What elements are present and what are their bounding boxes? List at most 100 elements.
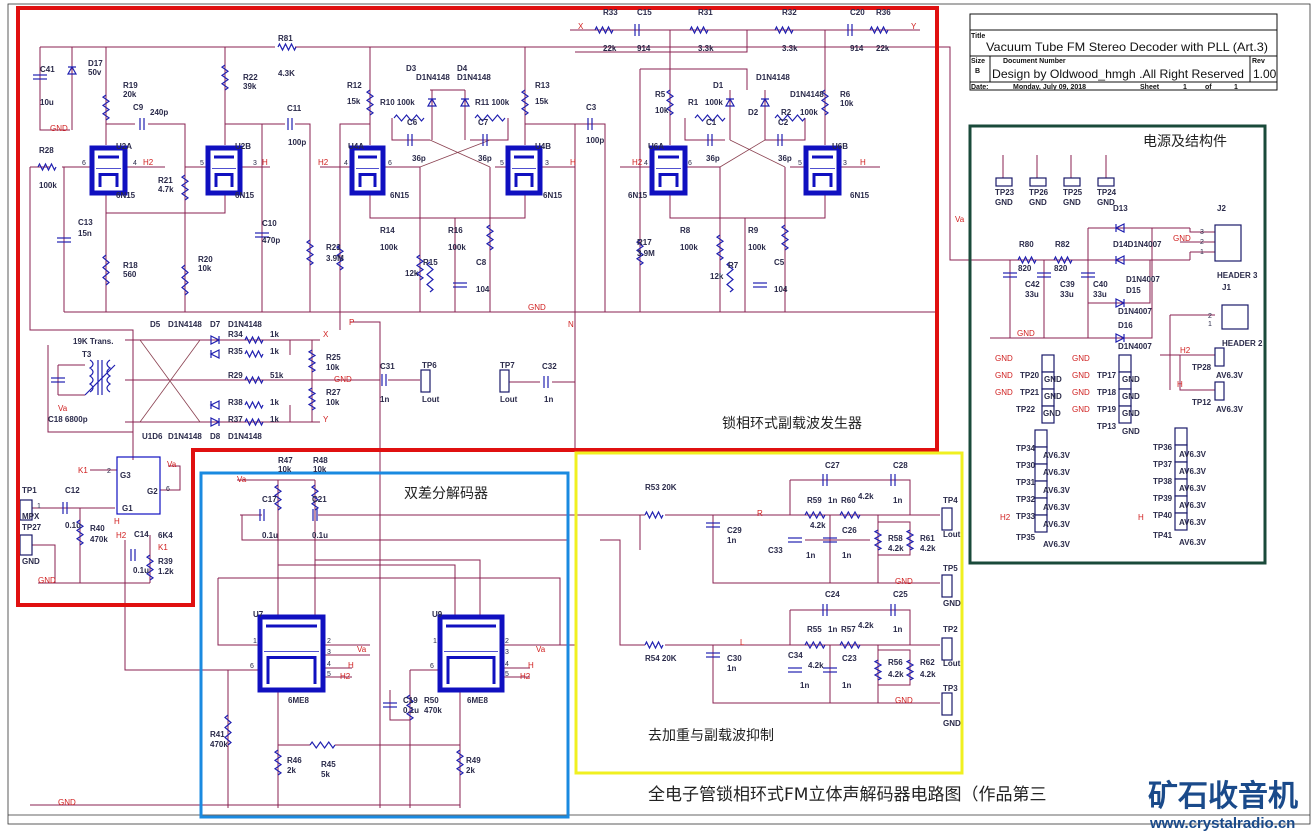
label-pll-trans: 19K Trans. [73,337,113,346]
pin-number: 5 [200,160,204,167]
label-pll-r34v: 1k [270,330,279,339]
label-pll-r12: R12 [347,81,362,90]
label-power-r82: R82 [1055,240,1070,249]
label-deemphasis-r61v: 4.2k [920,544,936,553]
label-decoder-u9: U9 [432,610,443,619]
pin-number: 6 [166,486,170,493]
label-pll-c32: C32 [542,362,557,371]
label-pll-tp7v: Lout [500,395,518,404]
label-pll-d4: D4 [457,64,468,73]
label-power-aw3: AV6.3V [1179,484,1207,493]
label-power-tp21: TP21 [1020,388,1040,397]
label-power-hdr2: HEADER 2 [1222,339,1263,348]
rev-label: Rev [1252,58,1265,65]
label-pll-r16v: 100k [448,243,466,252]
label-pll-r10: R10 100k [380,98,415,107]
label-power-d14: D14D1N4007 [1113,240,1162,249]
label-power-tp32: TP32 [1016,495,1036,504]
label-pll-r36: R36 [876,8,891,17]
label-pll-r17v: 3.9M [637,249,655,258]
label-pll-r25v: 10k [326,363,340,372]
label-deemphasis-tp3: TP3 [943,684,958,693]
label-pll-r35: R35 [228,347,243,356]
label-power-d13: D13 [1113,204,1128,213]
label-pll-r33v: 22k [603,44,617,53]
label-deemphasis-c29: C29 [727,526,742,535]
tube-u10 [116,456,161,515]
label-power-aw1: AV6.3V [1179,450,1207,459]
label-power-tp34: TP34 [1016,444,1036,453]
label-decoder-r41: R41 [210,730,225,739]
label-pll-c2v: 36p [778,154,792,163]
label-deemphasis-c25v: 1n [893,625,902,634]
sheet-frame [7,3,1311,825]
pin-number: 3 [843,160,847,167]
label-deemphasis-r59c: 1n [828,496,837,505]
label-pll-d1v: D1N4148 [756,73,790,82]
label-deemphasis-c34: C34 [788,651,803,660]
label-power-tp35: TP35 [1016,533,1036,542]
label-decoder-h2a: H2 [340,672,351,681]
label-pll-r9v: 100k [748,243,766,252]
power-section-caption: 电源及结构件 [1143,134,1227,150]
pin-number: 6 [250,663,254,670]
label-power-c39v: 33u [1060,290,1074,299]
date-label: Date: [971,84,989,91]
decoder-section-border [199,471,570,819]
pin-number: 2 [107,468,111,475]
label-pll-r22: R22 [243,73,258,82]
pin-number: 5 [505,671,509,678]
label-pll-c8v: 104 [476,285,490,294]
label-pll-u2a: U2A [116,142,132,151]
label-deemphasis-tp2v: Lout [943,659,961,668]
label-pll-r8: R8 [680,226,691,235]
label-decoder-h1: H [348,661,354,670]
label-decoder-c17v: 0.1u [262,531,278,540]
label-pll-h2d: H2 [116,531,127,540]
label-power-d15: D15 [1126,286,1141,295]
label-power-g25: GND [1063,198,1081,207]
pin-number: 2 [505,638,509,645]
label-pll-c9v: 240p [150,108,168,117]
label-power-tp12v: AV6.3V [1216,405,1244,414]
label-pll-d7: D7 [210,320,221,329]
label-pll-r37: R37 [228,415,243,424]
pin-number: 2 [1208,313,1212,320]
label-power-av3: AV6.3V [1043,486,1071,495]
pin-number: 6 [688,160,692,167]
label-pll-r2v: 100k [800,108,818,117]
label-power-tp24: TP24 [1097,188,1117,197]
label-pll-tp27v: GND [22,557,40,566]
label-pll-d4v: D1N4148 [457,73,491,82]
label-pll-c5v: 104 [774,285,788,294]
label-pll-t1: 6N15 [116,191,136,200]
label-pll-r21v: 4.7k [158,185,174,194]
label-power-gd4: GND [1122,427,1140,436]
label-power-ga2: GND [995,371,1013,380]
label-pll-r37v: 1k [270,415,279,424]
label-pll-d8v: D1N4148 [228,432,262,441]
label-pll-c3v: 100p [586,136,604,145]
label-deemphasis-c24: C24 [825,590,840,599]
label-pll-gnd2: GND [528,303,546,312]
label-pll-c18: C18 6800p [48,415,88,424]
label-pll-r36v: 22k [876,44,890,53]
label-power-h2b: H2 [1000,513,1011,522]
label-pll-tp7: TP7 [500,361,515,370]
label-pll-c1: C1 [706,118,717,127]
pin-number: 4 [327,661,331,668]
label-pll-r1: R1 [688,98,699,107]
label-pll-r35v: 1k [270,347,279,356]
label-power-tp17: TP17 [1097,371,1117,380]
label-pll-r40v: 470k [90,535,108,544]
label-power-tp33: TP33 [1016,512,1036,521]
label-power-c42v: 33u [1025,290,1039,299]
label-pll-r8v: 100k [680,243,698,252]
label-power-gb3: GND [1043,409,1061,418]
label-pll-d6v: D1N4148 [168,432,202,441]
label-deemphasis-c33: C33 [768,546,783,555]
label-deemphasis-r55: R55 [807,625,822,634]
label-power-tp39: TP39 [1153,494,1173,503]
label-deemphasis-r57v: 4.2k [858,621,874,630]
